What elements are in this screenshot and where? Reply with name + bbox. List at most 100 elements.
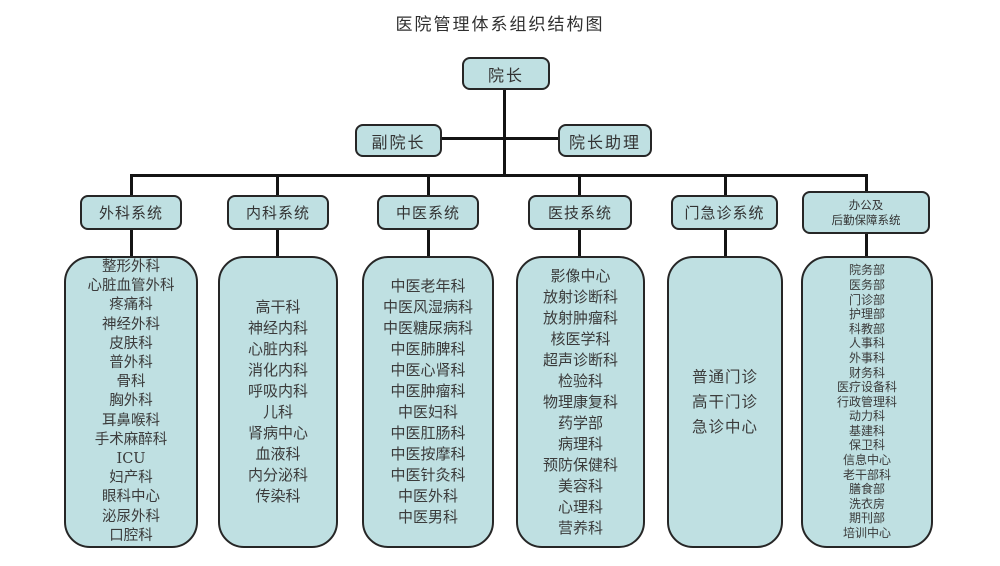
node-system-logistics: 办公及 后勤保障系统 bbox=[802, 191, 930, 234]
department-item: 药学部 bbox=[557, 413, 603, 432]
department-item: 疼痛科 bbox=[109, 297, 153, 314]
department-item: 行政管理科 bbox=[836, 394, 897, 409]
department-item: 耳鼻喉科 bbox=[102, 412, 160, 429]
node-system-logistics-line1: 办公及 bbox=[848, 197, 884, 212]
department-item: 人事科 bbox=[848, 336, 885, 351]
connector-stub-top-6 bbox=[865, 177, 868, 192]
department-item: 老干部科 bbox=[842, 467, 891, 482]
department-item: 中医男科 bbox=[397, 508, 458, 526]
department-list-outpatient: 普通门诊高干门诊急诊中心 bbox=[667, 256, 783, 548]
department-item: 外事科 bbox=[848, 350, 885, 365]
chart-title: 医院管理体系组织结构图 bbox=[395, 15, 605, 35]
department-list-logistics: 院务部医务部门诊部护理部科教部人事科外事科财务科医疗设备科行政管理科动力科基建科… bbox=[801, 256, 933, 548]
department-item: 内分泌科 bbox=[247, 466, 308, 484]
department-item: 中医外科 bbox=[397, 487, 458, 505]
node-system-outpatient: 门急诊系统 bbox=[671, 195, 778, 230]
department-item: 中医按摩科 bbox=[390, 445, 466, 463]
connector-stub-bottom-1 bbox=[130, 230, 133, 256]
department-item: 皮肤科 bbox=[109, 335, 153, 352]
department-item: 骨科 bbox=[116, 374, 146, 391]
department-item: ICU bbox=[116, 451, 146, 468]
department-item: 口腔科 bbox=[109, 527, 153, 544]
department-item: 门诊部 bbox=[848, 292, 885, 307]
department-item: 影像中心 bbox=[550, 266, 611, 285]
connector-stub-top-5 bbox=[724, 177, 727, 196]
department-item: 院务部 bbox=[848, 263, 885, 278]
department-item: 心理科 bbox=[557, 497, 603, 516]
connector-stub-bottom-4 bbox=[578, 230, 581, 256]
node-deputy-director: 副院长 bbox=[355, 124, 442, 157]
department-list-medtech: 影像中心放射诊断科放射肿瘤科核医学科超声诊断科检验科物理康复科药学部病理科预防保… bbox=[516, 256, 645, 548]
department-item: 高干门诊 bbox=[691, 392, 758, 411]
department-item: 中医肛肠科 bbox=[390, 424, 466, 442]
department-item: 急诊中心 bbox=[691, 417, 758, 436]
node-system-internal: 内科系统 bbox=[227, 195, 329, 230]
department-item: 泌尿外科 bbox=[102, 508, 160, 525]
department-item: 财务科 bbox=[848, 365, 885, 380]
department-item: 手术麻醉科 bbox=[94, 431, 168, 448]
department-item: 普外科 bbox=[109, 355, 153, 371]
node-director-assistant: 院长助理 bbox=[558, 124, 652, 157]
department-item: 护理部 bbox=[848, 307, 885, 322]
department-item: 中医妇科 bbox=[397, 403, 458, 421]
department-item: 儿科 bbox=[262, 403, 293, 421]
connector-stub-bottom-6 bbox=[865, 234, 868, 256]
department-item: 中医老年科 bbox=[390, 277, 466, 295]
connector-bus-horizontal bbox=[130, 174, 868, 177]
department-item: 呼吸内科 bbox=[247, 382, 308, 400]
department-item: 肾病中心 bbox=[247, 424, 308, 442]
department-item: 保卫科 bbox=[848, 438, 885, 453]
department-item: 膳食部 bbox=[848, 482, 885, 497]
connector-stub-top-2 bbox=[276, 177, 279, 196]
department-item: 营养科 bbox=[557, 518, 603, 537]
department-item: 中医风湿病科 bbox=[382, 298, 473, 316]
department-item: 培训中心 bbox=[842, 526, 891, 541]
connector-stub-bottom-5 bbox=[724, 230, 727, 256]
department-list-tcm: 中医老年科中医风湿病科中医糖尿病科中医肺脾科中医心肾科中医肿瘤科中医妇科中医肛肠… bbox=[362, 256, 494, 548]
connector-deputy-horizontal bbox=[440, 137, 560, 140]
node-system-logistics-line2: 后勤保障系统 bbox=[831, 212, 901, 227]
department-item: 动力科 bbox=[848, 409, 885, 424]
department-item: 基建科 bbox=[848, 423, 885, 438]
node-system-surgery: 外科系统 bbox=[80, 195, 182, 230]
department-item: 普通门诊 bbox=[691, 367, 758, 386]
department-item: 妇产科 bbox=[109, 470, 153, 487]
connector-stub-bottom-2 bbox=[276, 230, 279, 256]
department-item: 中医心肾科 bbox=[390, 361, 466, 379]
department-item: 放射诊断科 bbox=[542, 287, 618, 306]
department-item: 消化内科 bbox=[247, 361, 308, 379]
department-item: 中医糖尿病科 bbox=[382, 319, 473, 337]
node-director: 院长 bbox=[462, 57, 550, 90]
department-item: 物理康复科 bbox=[542, 392, 618, 411]
department-item: 科教部 bbox=[848, 321, 885, 336]
node-system-medtech: 医技系统 bbox=[528, 195, 632, 230]
department-item: 高干科 bbox=[255, 298, 301, 316]
department-item: 传染科 bbox=[255, 487, 301, 505]
department-item: 洗衣房 bbox=[848, 496, 885, 511]
connector-stub-top-4 bbox=[578, 177, 581, 196]
department-list-internal: 高干科神经内科心脏内科消化内科呼吸内科儿科肾病中心血液科内分泌科传染科 bbox=[218, 256, 338, 548]
department-item: 病理科 bbox=[557, 434, 603, 453]
department-item: 预防保健科 bbox=[542, 455, 618, 474]
department-item: 神经外科 bbox=[102, 316, 160, 333]
connector-stub-bottom-3 bbox=[427, 230, 430, 256]
department-item: 神经内科 bbox=[247, 319, 308, 337]
department-item: 血液科 bbox=[255, 445, 301, 463]
department-item: 眼科中心 bbox=[102, 489, 160, 506]
department-item: 医务部 bbox=[848, 277, 885, 292]
department-item: 核医学科 bbox=[550, 329, 611, 348]
department-item: 超声诊断科 bbox=[542, 350, 618, 369]
department-item: 中医肿瘤科 bbox=[390, 382, 466, 400]
department-item: 期刊部 bbox=[848, 511, 885, 526]
department-item: 中医肺脾科 bbox=[390, 340, 466, 358]
department-item: 医疗设备科 bbox=[836, 380, 897, 395]
connector-stub-top-1 bbox=[130, 177, 133, 196]
department-item: 信息中心 bbox=[842, 453, 891, 468]
department-item: 放射肿瘤科 bbox=[542, 308, 618, 327]
node-system-tcm: 中医系统 bbox=[377, 195, 479, 230]
connector-stub-top-3 bbox=[427, 177, 430, 196]
department-item: 中医针灸科 bbox=[390, 466, 466, 484]
department-item: 检验科 bbox=[557, 371, 603, 390]
